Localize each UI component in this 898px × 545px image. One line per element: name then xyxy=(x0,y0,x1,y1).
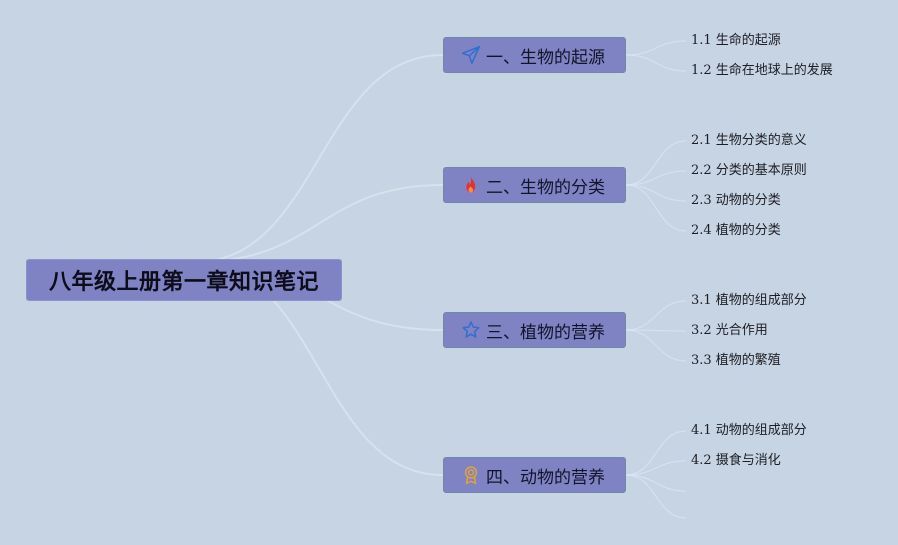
branch-node-label: 四、动物的营养 xyxy=(486,467,605,488)
fire-icon xyxy=(460,174,482,196)
branch-node-label: 二、生物的分类 xyxy=(486,177,605,198)
leaf-node-2-4[interactable]: 2.4 植物的分类 xyxy=(691,223,781,238)
leaf-node-1-2[interactable]: 1.2 生命在地球上的发展 xyxy=(691,63,833,78)
root-to-branch-connector xyxy=(194,54,444,263)
branch-node-label: 三、植物的营养 xyxy=(486,322,605,343)
paper-plane-icon xyxy=(460,44,482,66)
branch-to-leaf-connector xyxy=(625,300,687,331)
root-node[interactable]: 八年级上册第一章知识笔记 xyxy=(26,259,342,301)
branch-to-leaf-connector xyxy=(625,329,687,362)
star-icon xyxy=(460,319,482,341)
leaf-node-4-1[interactable]: 4.1 动物的组成部分 xyxy=(691,423,807,438)
award-badge-icon xyxy=(460,464,482,486)
branch-to-leaf-connector xyxy=(625,40,687,56)
leaf-node-2-2[interactable]: 2.2 分类的基本原则 xyxy=(691,163,807,178)
leaf-node-3-1[interactable]: 3.1 植物的组成部分 xyxy=(691,293,807,308)
branch-node-animal-nutrition[interactable]: 四、动物的营养 xyxy=(443,457,626,493)
branch-to-leaf-connector xyxy=(625,460,687,476)
leaf-node-3-3[interactable]: 3.3 植物的繁殖 xyxy=(691,353,781,368)
branch-node-plant-nutrition[interactable]: 三、植物的营养 xyxy=(443,312,626,348)
leaf-node-2-3[interactable]: 2.3 动物的分类 xyxy=(691,193,781,208)
leaf-node-1-1[interactable]: 1.1 生命的起源 xyxy=(691,33,781,48)
branch-to-leaf-connector xyxy=(625,140,687,186)
branch-to-leaf-connector xyxy=(625,54,687,72)
branch-to-leaf-connector xyxy=(625,474,687,519)
branch-to-leaf-connector xyxy=(625,474,687,492)
branch-to-leaf-connector xyxy=(625,184,687,232)
leaf-node-4-2[interactable]: 4.2 摄食与消化 xyxy=(691,453,781,468)
branch-to-leaf-connector xyxy=(625,170,687,186)
branch-to-leaf-connector xyxy=(625,184,687,202)
root-node-label: 八年级上册第一章知识笔记 xyxy=(48,270,319,295)
branch-to-leaf-connector xyxy=(625,430,687,476)
branch-node-classification[interactable]: 二、生物的分类 xyxy=(443,167,626,203)
branch-node-label: 一、生物的起源 xyxy=(486,47,605,68)
leaf-node-2-1[interactable]: 2.1 生物分类的意义 xyxy=(691,133,807,148)
branch-node-origin[interactable]: 一、生物的起源 xyxy=(443,37,626,73)
root-to-branch-connector xyxy=(194,184,444,263)
leaf-node-3-2[interactable]: 3.2 光合作用 xyxy=(691,323,768,338)
